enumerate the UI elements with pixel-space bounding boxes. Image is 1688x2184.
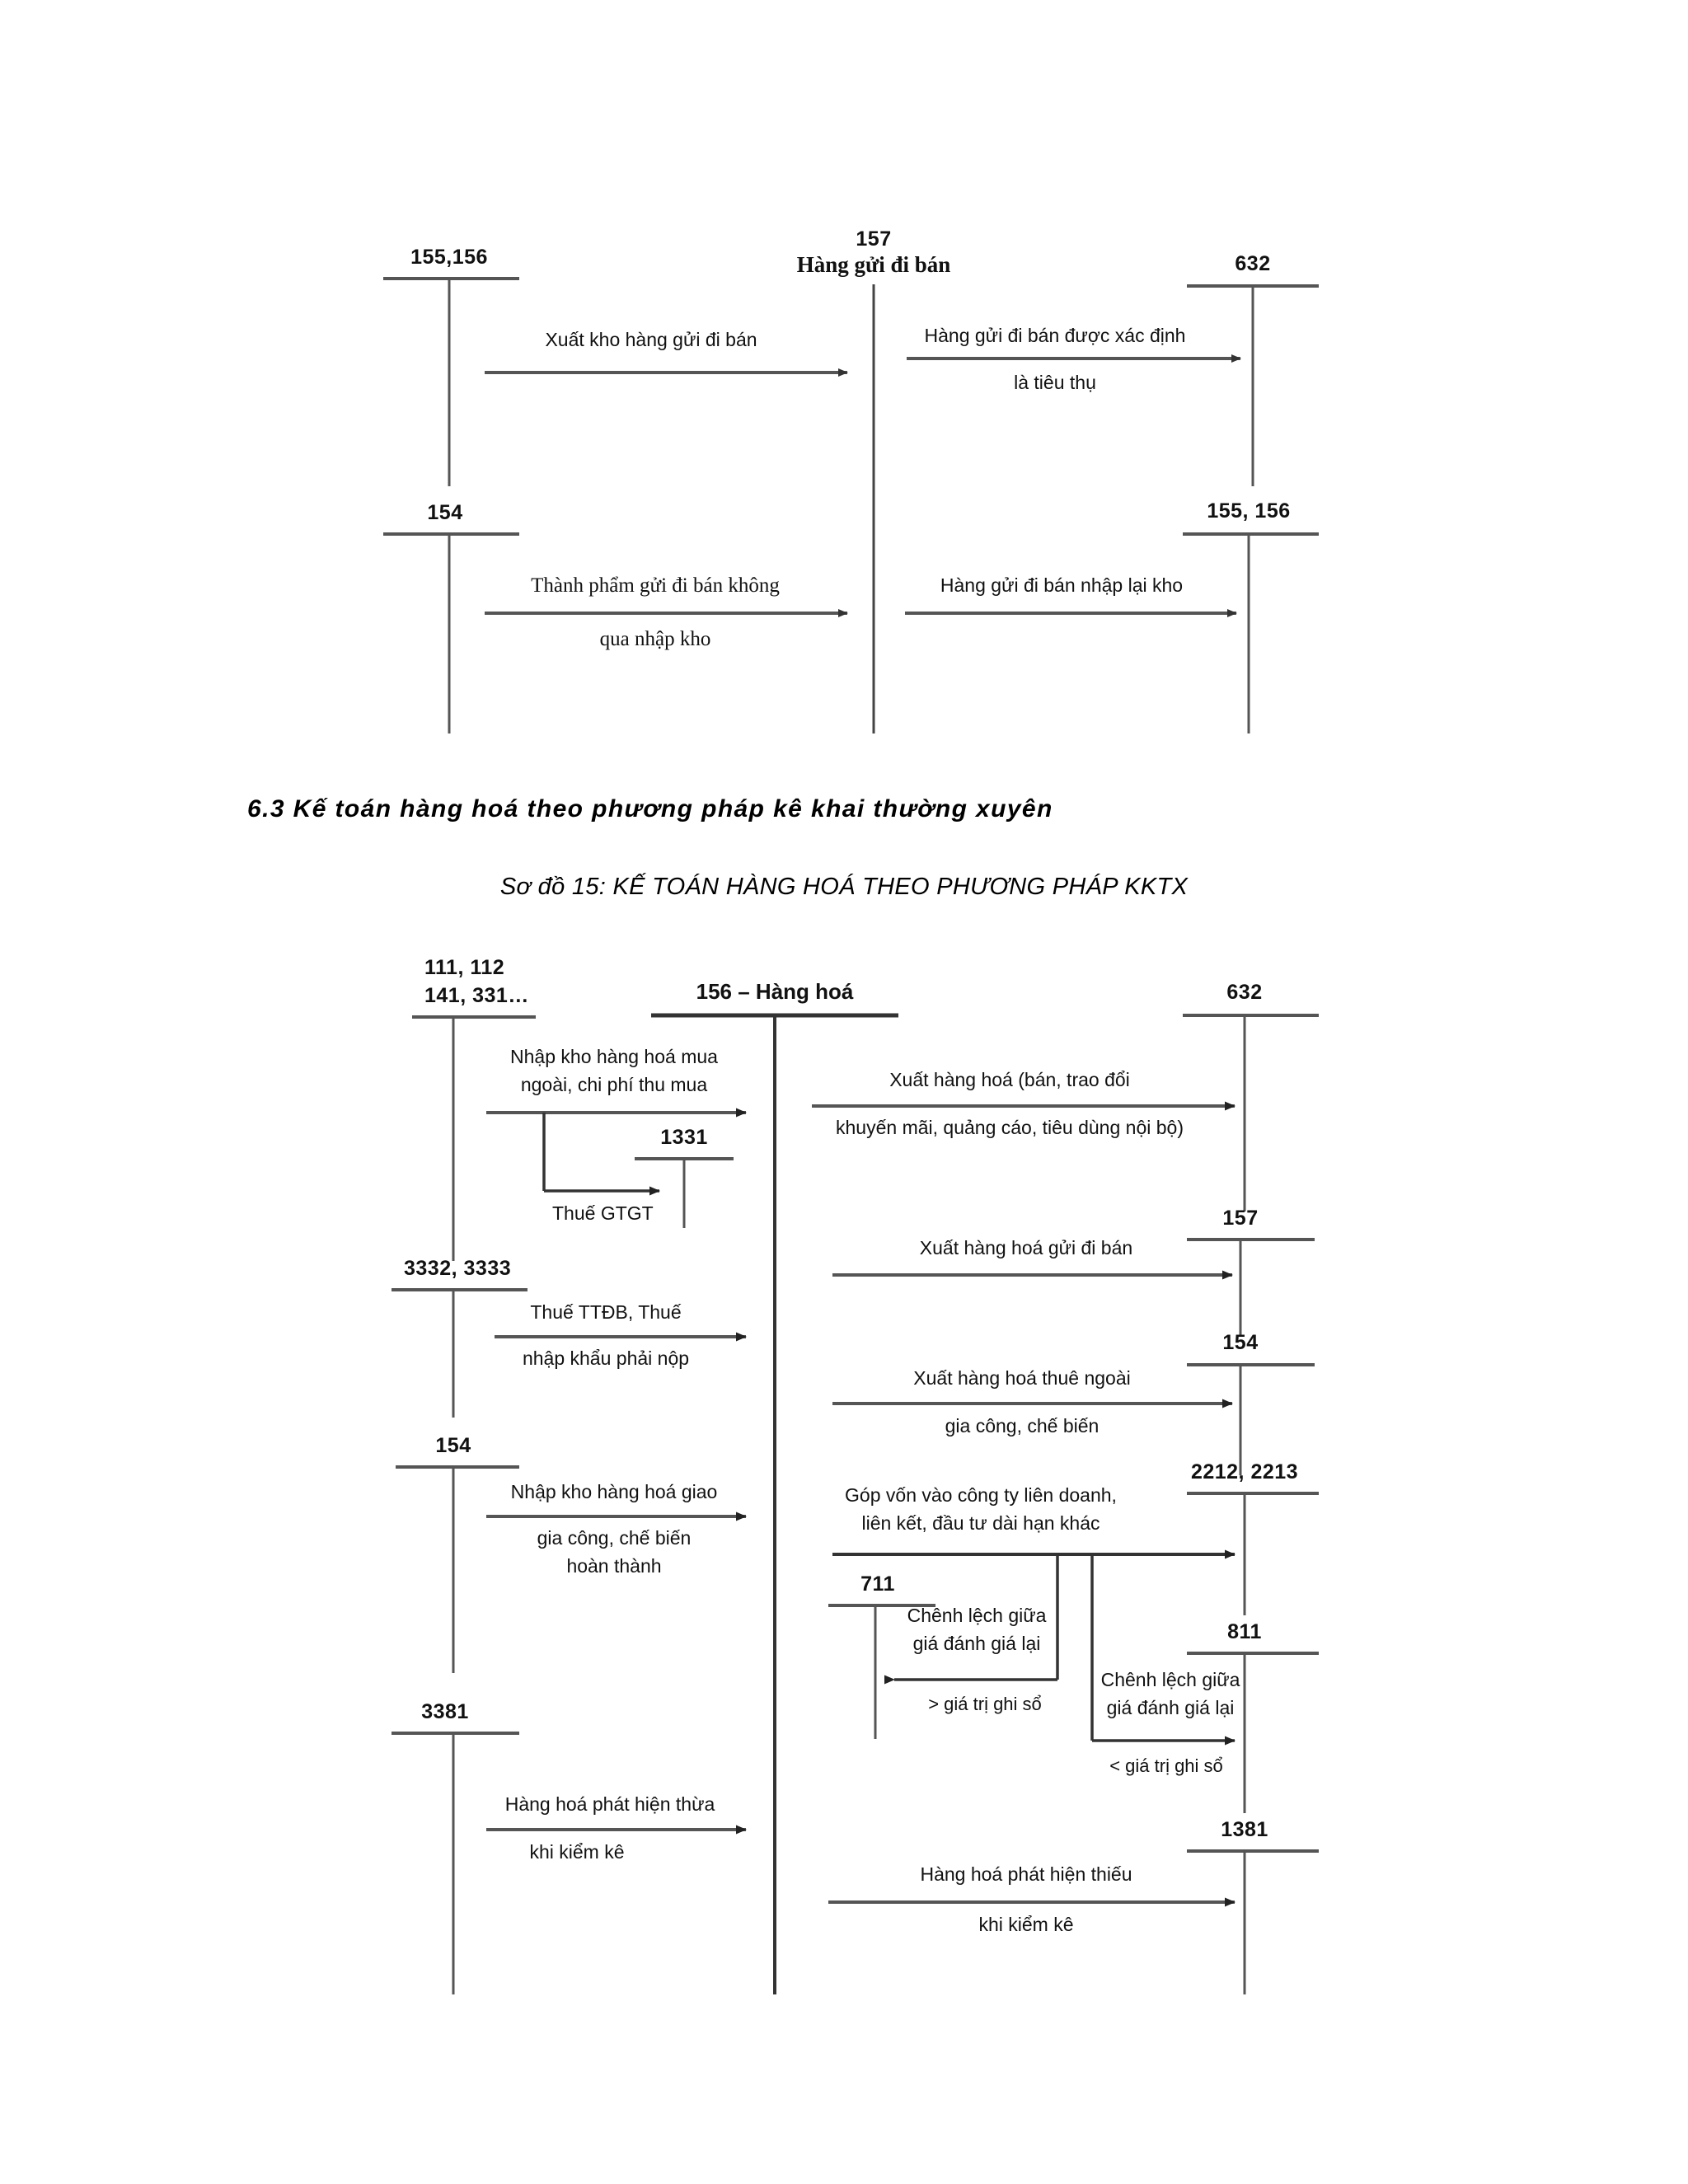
main-flow-nhap-kho-mua-ngoai: Nhập kho hàng hoá mua ngoài, chi phí thu…	[486, 1046, 747, 1118]
main-flow-xuat-gui-di-ban: Xuất hàng hoá gửi đi bán	[832, 1237, 1233, 1280]
top-flow-2-label-line2: là tiêu thụ	[1014, 372, 1096, 393]
top-flow-4-label: Hàng gửi đi bán nhập lại kho	[940, 574, 1183, 596]
main-flow-L4-line1: Nhập kho hàng hoá giao	[511, 1481, 718, 1502]
main-flow-R7-line1: Hàng hoá phát hiện thiếu	[920, 1863, 1132, 1885]
main-right-account-1-label: 632	[1226, 981, 1262, 1004]
main-left-account-3381: 3381	[392, 1700, 519, 1994]
main-flow-R2-label: Xuất hàng hoá gửi đi bán	[920, 1237, 1132, 1258]
main-flow-chenh-lech-lon-hon: Chênh lệch giữa giá đánh giá lại > giá t…	[884, 1554, 1059, 1714]
top-left-account-label: 155,156	[410, 246, 488, 269]
main-flow-phat-hien-thua: Hàng hoá phát hiện thừa khi kiểm kê	[486, 1793, 747, 1863]
main-flow-nhap-kho-gia-cong: Nhập kho hàng hoá giao gia công, chế biế…	[486, 1481, 747, 1577]
main-left-account-1-line2: 141, 331…	[424, 984, 529, 1007]
main-flow-L1-line1: Nhập kho hàng hoá mua	[510, 1046, 718, 1067]
main-flow-R4-line2: liên kết, đầu tư dài hạn khác	[861, 1512, 1100, 1534]
top-flow-thanh-pham: Thành phẩm gửi đi bán không qua nhập kho	[485, 574, 848, 650]
main-left-account-4-label: 3381	[421, 1700, 469, 1723]
main-left-account-1-line1: 111, 112	[424, 956, 504, 979]
main-right-account-5-label: 811	[1227, 1620, 1262, 1643]
top-center-account-number: 157	[856, 227, 891, 251]
main-right-account-4-label: 2212, 2213	[1191, 1460, 1298, 1483]
main-mid-account-711: 711	[828, 1572, 935, 1739]
figure-caption: Sơ đồ 15: KẾ TOÁN HÀNG HOÁ THEO PHƯƠNG P…	[499, 874, 1189, 900]
main-center-account-label: 156 – Hàng hoá	[696, 979, 854, 1004]
main-flow-R5-line2: giá đánh giá lại	[913, 1633, 1041, 1654]
main-flow-R6-line1: Chênh lệch giữa	[1101, 1669, 1240, 1690]
main-flow-L5-line2: khi kiểm kê	[529, 1841, 624, 1863]
main-flow-L5-line1: Hàng hoá phát hiện thừa	[505, 1793, 715, 1815]
main-flow-xuat-hang-hoa-ban: Xuất hàng hoá (bán, trao đổi khuyến mãi,…	[812, 1069, 1236, 1138]
main-flow-L3-line1: Thuế TTĐB, Thuế	[530, 1301, 681, 1323]
top-flow-1-label: Xuất kho hàng gửi đi bán	[545, 329, 757, 350]
main-flow-xuat-thue-ngoai: Xuất hàng hoá thuê ngoài gia công, chế b…	[832, 1367, 1233, 1436]
main-right-account-6-label: 1381	[1221, 1818, 1268, 1841]
main-flow-R1-line2: khuyến mãi, quảng cáo, tiêu dùng nội bộ)	[836, 1117, 1184, 1138]
main-flow-R1-line1: Xuất hàng hoá (bán, trao đổi	[889, 1069, 1130, 1090]
main-mid-account-711-label: 711	[860, 1572, 895, 1596]
diagram-main-svg: 156 – Hàng hoá 111, 112 141, 331… Nhập k…	[392, 956, 1319, 1994]
main-flow-L3-line2: nhập khẩu phải nộp	[523, 1347, 689, 1369]
main-left-account-3-label: 154	[435, 1434, 471, 1457]
top-right-account-2-label: 155, 156	[1207, 499, 1290, 523]
main-left-account-3332-3333: 3332, 3333	[392, 1257, 528, 1418]
main-right-account-3-label: 154	[1222, 1331, 1258, 1354]
top-flow-3-label-line2: qua nhập kho	[600, 628, 711, 650]
main-left-account-111-112: 111, 112 141, 331…	[412, 956, 536, 1261]
main-right-account-1381: 1381	[1187, 1818, 1319, 1994]
main-right-account-2-label: 157	[1222, 1207, 1258, 1230]
main-flow-R6-line2: giá đánh giá lại	[1107, 1697, 1235, 1718]
main-flow-phat-hien-thieu: Hàng hoá phát hiện thiếu khi kiểm kê	[828, 1863, 1236, 1935]
main-branch-thue-gtgt: Thuế GTGT	[542, 1113, 660, 1224]
top-left-account-155-156: 155,156	[383, 246, 519, 486]
main-flow-R3-line2: gia công, chế biến	[945, 1415, 1100, 1436]
top-flow-2-label-line1: Hàng gửi đi bán được xác định	[925, 325, 1186, 346]
top-flow-xuat-kho: Xuất kho hàng gửi đi bán	[485, 329, 848, 377]
main-flow-R5-line1: Chênh lệch giữa	[907, 1605, 1047, 1626]
top-right-account-155-156: 155, 156	[1183, 499, 1319, 733]
top-center-account-name: Hàng gửi đi bán	[797, 252, 951, 277]
main-right-account-157: 157	[1187, 1207, 1315, 1335]
main-flow-L2-label: Thuế GTGT	[552, 1202, 654, 1224]
main-left-account-2-label: 3332, 3333	[404, 1257, 511, 1280]
top-flow-3-label-line1: Thành phẩm gửi đi bán không	[531, 574, 780, 597]
top-left-account-154: 154	[383, 501, 519, 733]
top-flow-xac-dinh-tieu-thu: Hàng gửi đi bán được xác định là tiêu th…	[907, 325, 1241, 393]
diagram-hang-gui-di-ban: 157 Hàng gửi đi bán 155,156 Xuất kho hàn…	[0, 206, 1688, 783]
top-right-account-label: 632	[1235, 252, 1270, 275]
main-flow-R3-line1: Xuất hàng hoá thuê ngoài	[913, 1367, 1130, 1389]
main-flow-R6-line3: < giá trị ghi sổ	[1109, 1755, 1223, 1776]
top-left-account-2-label: 154	[427, 501, 462, 524]
main-flow-thue-ttdb: Thuế TTĐB, Thuế nhập khẩu phải nộp	[495, 1301, 747, 1369]
main-right-account-154: 154	[1187, 1331, 1315, 1475]
top-right-account-632: 632	[1187, 252, 1319, 486]
diagram-top-svg: 157 Hàng gửi đi bán 155,156 Xuất kho hàn…	[383, 227, 1319, 733]
main-flow-chenh-lech-nho-hon: Chênh lệch giữa giá đánh giá lại < giá t…	[1090, 1554, 1240, 1776]
main-right-account-2212-2213: 2212, 2213	[1187, 1460, 1319, 1615]
main-right-account-811: 811	[1187, 1620, 1319, 1813]
main-flow-gop-von: Góp vốn vào công ty liên doanh, liên kết…	[832, 1484, 1236, 1559]
main-center-account-156: 156 – Hàng hoá	[651, 979, 898, 1994]
main-flow-R5-line3: > giá trị ghi sổ	[928, 1694, 1042, 1714]
main-left-account-154: 154	[396, 1434, 519, 1673]
main-right-account-632: 632	[1183, 981, 1319, 1212]
main-flow-L4-line2: gia công, chế biến	[537, 1527, 692, 1549]
main-flow-R7-line2: khi kiểm kê	[978, 1914, 1073, 1935]
top-flow-nhap-lai-kho: Hàng gửi đi bán nhập lại kho	[905, 574, 1237, 617]
main-flow-R4-line1: Góp vốn vào công ty liên doanh,	[845, 1484, 1117, 1506]
main-flow-L1-line2: ngoài, chi phí thu mua	[521, 1074, 708, 1095]
page-section-heading: 6.3 Kế toán hàng hoá theo phương pháp kê…	[247, 795, 1053, 823]
diagram-so-do-15: 156 – Hàng hoá 111, 112 141, 331… Nhập k…	[0, 948, 1688, 2019]
main-mid-account-1331: 1331	[635, 1126, 734, 1228]
main-mid-account-1331-label: 1331	[660, 1126, 708, 1149]
main-flow-L4-line3: hoàn thành	[566, 1555, 661, 1577]
